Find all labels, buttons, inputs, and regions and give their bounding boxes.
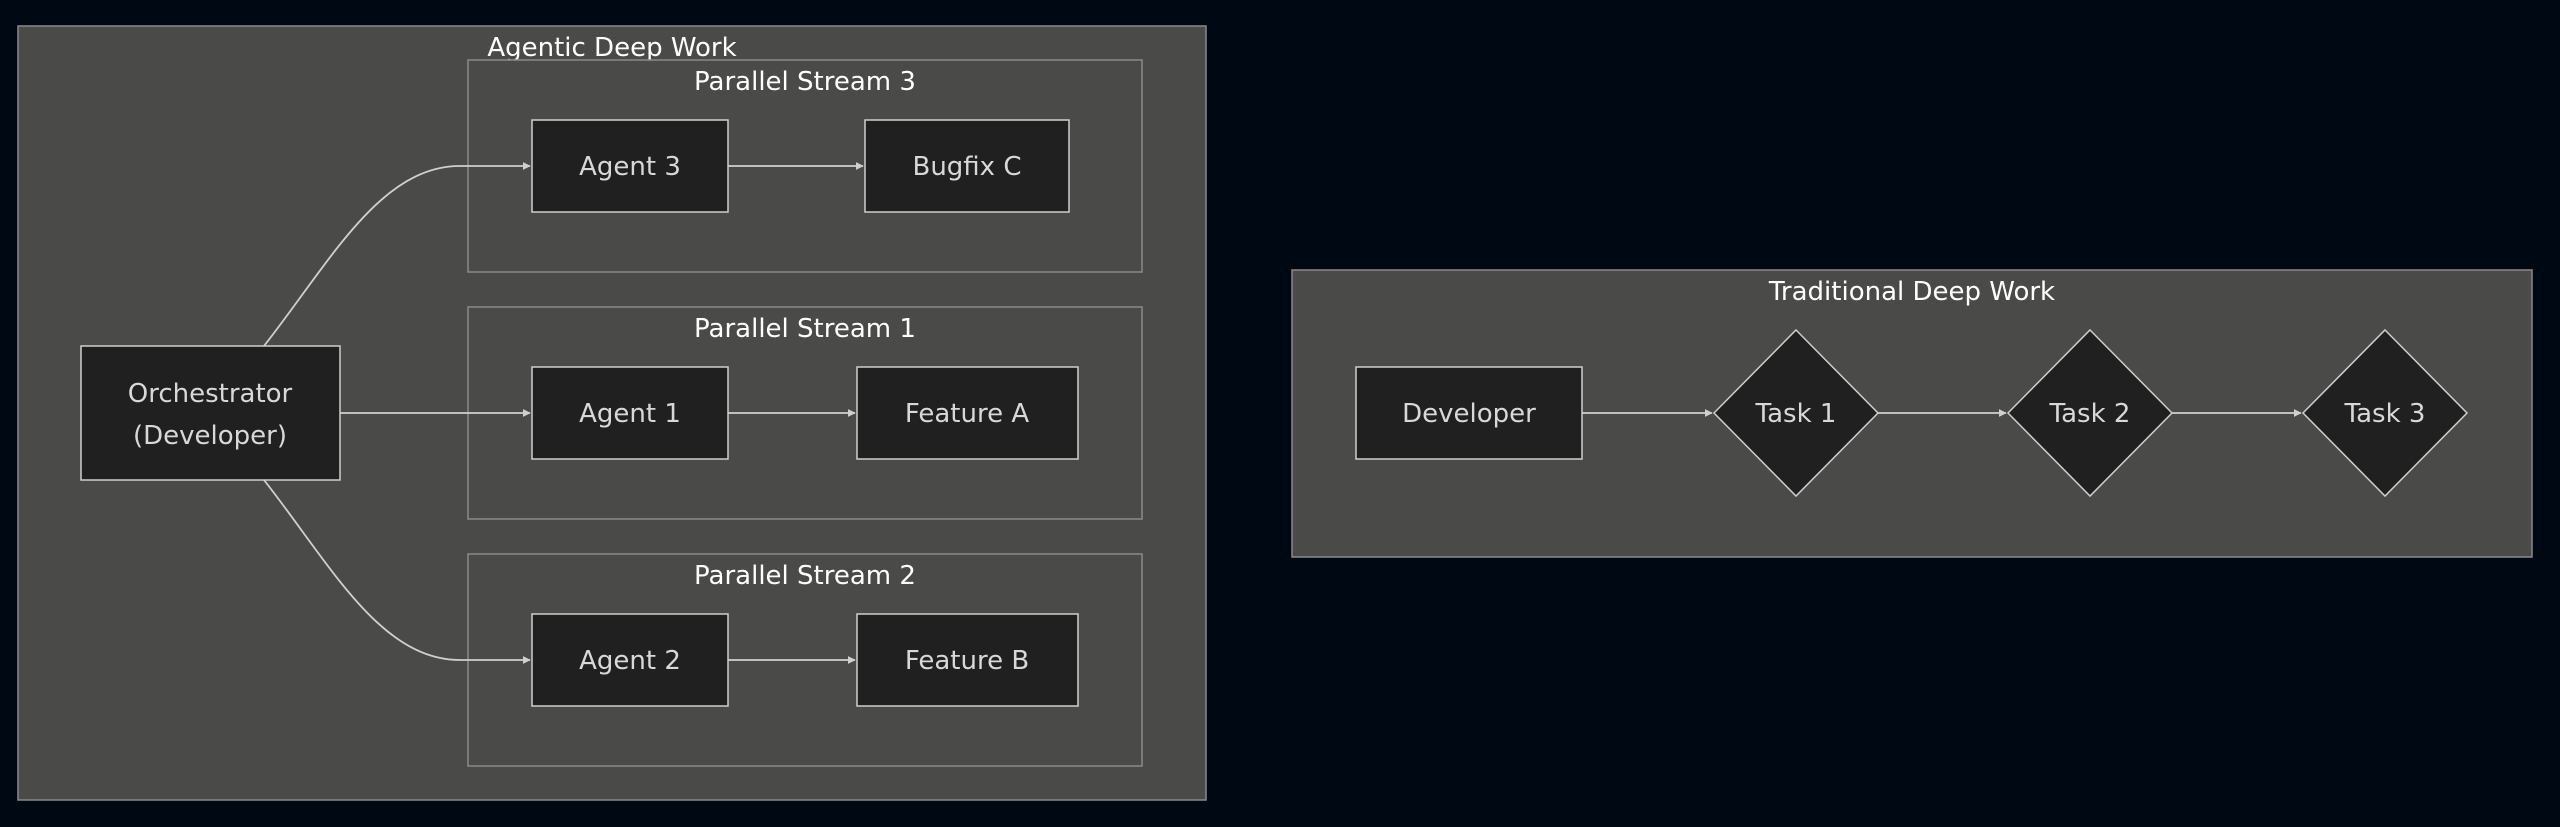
agent-1-node[interactable]: Agent 1 — [531, 366, 729, 460]
stream-3-title: Parallel Stream 3 — [694, 67, 916, 97]
bugfix-c-box[interactable] — [864, 119, 1070, 213]
feature-a-box[interactable] — [856, 366, 1079, 460]
agent-1-label: Agent 1 — [579, 399, 681, 429]
agentic-deep-work-cluster: Agentic Deep Work Parallel Stream 3 Para… — [17, 25, 1207, 801]
agent-3-label: Agent 3 — [579, 152, 681, 182]
developer-box[interactable] — [1355, 366, 1583, 460]
task-1-node[interactable]: Task 1 — [1712, 328, 1880, 498]
traditional-deep-work-cluster: Traditional Deep Work Developer Task 1 T… — [1291, 269, 2533, 558]
agent-3-node[interactable]: Agent 3 — [531, 119, 729, 213]
stream-1-title: Parallel Stream 1 — [694, 314, 916, 344]
feature-a-label: Feature A — [905, 399, 1030, 429]
agentic-edges — [263, 162, 864, 664]
agent-2-label: Agent 2 — [579, 646, 681, 676]
bugfix-c-label: Bugfix C — [912, 152, 1021, 182]
feature-b-node[interactable]: Feature B — [856, 613, 1079, 707]
task-1-label: Task 1 — [1755, 399, 1837, 429]
agent-2-box[interactable] — [531, 613, 729, 707]
task-2-label: Task 2 — [2049, 399, 2131, 429]
task-3-node[interactable]: Task 3 — [2301, 328, 2469, 498]
agent-1-box[interactable] — [531, 366, 729, 460]
feature-b-label: Feature B — [905, 646, 1029, 676]
task-2-node[interactable]: Task 2 — [2006, 328, 2174, 498]
developer-label: Developer — [1402, 399, 1536, 429]
orchestrator-box[interactable] — [80, 345, 341, 481]
stream-2-title: Parallel Stream 2 — [694, 561, 916, 591]
bugfix-c-node[interactable]: Bugfix C — [864, 119, 1070, 213]
orchestrator-label-line2: (Developer) — [133, 421, 287, 451]
orchestrator-node[interactable]: Orchestrator (Developer) — [80, 345, 341, 481]
agent-2-node[interactable]: Agent 2 — [531, 613, 729, 707]
task-1-diamond[interactable] — [1712, 328, 1880, 498]
traditional-cluster-title: Traditional Deep Work — [1768, 277, 2055, 307]
feature-a-node[interactable]: Feature A — [856, 366, 1079, 460]
task-3-diamond[interactable] — [2301, 328, 2469, 498]
feature-b-box[interactable] — [856, 613, 1079, 707]
task-3-label: Task 3 — [2344, 399, 2426, 429]
agent-3-box[interactable] — [531, 119, 729, 213]
agentic-cluster-title: Agentic Deep Work — [487, 33, 736, 63]
developer-node[interactable]: Developer — [1355, 366, 1583, 460]
orchestrator-label-line1: Orchestrator — [128, 379, 293, 409]
edge-orchestrator-agent2 — [263, 479, 531, 664]
edge-orchestrator-agent3 — [263, 162, 531, 347]
task-2-diamond[interactable] — [2006, 328, 2174, 498]
